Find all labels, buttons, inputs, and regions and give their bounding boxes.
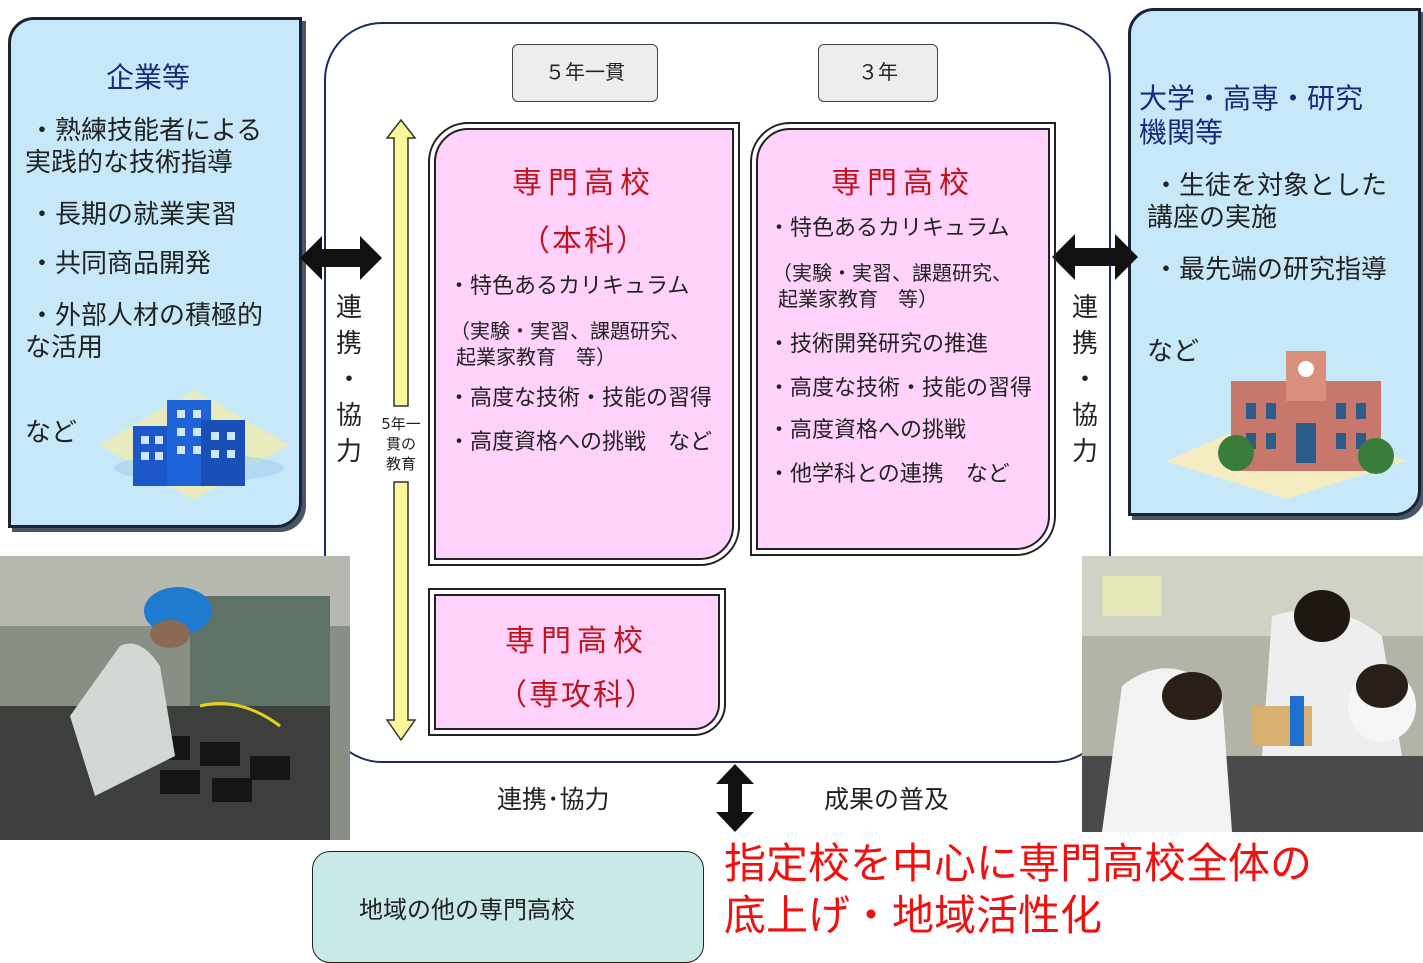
honka-item: （実験・実習、課題研究、 — [450, 319, 690, 343]
down-arrow-icon — [385, 481, 417, 742]
right-cooperation-label: 連 携 ・ 協 力 — [1071, 293, 1098, 467]
three-year-title: 専門高校 — [831, 166, 975, 201]
left-double-arrow-icon — [300, 236, 382, 280]
honka-item: ・高度資格への挑戦 など — [448, 430, 713, 455]
university-item: ・最先端の研究指導 — [1153, 255, 1388, 285]
cooperation-label: 連携･協力 — [497, 785, 610, 814]
university-title-line1: 大学・高専・研究 — [1139, 82, 1364, 115]
honka-item: ・高度な技術・技能の習得 — [448, 386, 713, 411]
five-year-education-label: 5年一 貫の 教育 — [381, 415, 421, 473]
senkou-title: 専門高校 — [505, 624, 649, 659]
senkou-box: 専門高校 （専攻科） — [428, 588, 726, 736]
university-building-icon — [1166, 351, 1406, 499]
three-year-label: ３年 — [818, 44, 938, 102]
five-year-label: ５年一貫 — [512, 44, 658, 102]
company-item: ・共同商品開発 — [29, 249, 212, 279]
company-title: 企業等 — [106, 61, 191, 94]
dissemination-label: 成果の普及 — [824, 785, 950, 814]
office-building-icon — [99, 390, 289, 500]
honka-title: 専門高校 — [512, 166, 656, 201]
lab-photo — [1082, 556, 1423, 832]
right-double-arrow-icon — [1052, 234, 1138, 280]
three-year-item: （実験・実習、課題研究、 — [772, 261, 1012, 285]
company-etc: など — [25, 418, 78, 448]
company-item: ・長期の就業実習 — [29, 200, 238, 230]
honka-subtitle: （本科） — [520, 224, 648, 259]
main-message-line1: 指定校を中心に専門高校全体の — [724, 839, 1313, 888]
three-year-item: 起業家教育 等） — [778, 287, 938, 311]
honka-box: 専門高校 （本科） ・特色あるカリキュラム （実験・実習、課題研究、 起業家教育… — [428, 122, 740, 566]
university-etc: など — [1147, 337, 1200, 367]
university-title-line2: 機関等 — [1139, 116, 1224, 149]
three-year-item: ・技術開発研究の推進 — [768, 332, 989, 357]
other-schools-label: 地域の他の専門高校 — [359, 896, 575, 924]
company-item: ・外部人材の積極的 — [29, 301, 264, 331]
company-item: な活用 — [25, 333, 104, 363]
company-item: ・熟練技能者による — [29, 116, 263, 146]
honka-item: ・特色あるカリキュラム — [448, 274, 690, 299]
three-year-item: ・特色あるカリキュラム — [768, 216, 1010, 241]
main-message-line2: 底上げ・地域活性化 — [724, 891, 1103, 940]
university-panel: 大学・高専・研究 機関等 ・生徒を対象とした 講座の実施 ・最先端の研究指導 な… — [1128, 8, 1421, 516]
three-year-item: ・他学科との連携 など — [768, 462, 1010, 487]
three-year-item: ・高度な技術・技能の習得 — [768, 376, 1033, 401]
three-year-item: ・高度資格への挑戦 — [768, 418, 967, 443]
up-arrow-icon — [385, 118, 417, 407]
university-item: 講座の実施 — [1147, 203, 1278, 233]
other-schools-box: 地域の他の専門高校 — [312, 851, 704, 963]
company-panel: 企業等 ・熟練技能者による 実践的な技術指導 ・長期の就業実習 ・共同商品開発 … — [8, 17, 302, 528]
company-item: 実践的な技術指導 — [25, 148, 234, 178]
main-message: 指定校を中心に専門高校全体の 底上げ・地域活性化 — [724, 838, 1312, 942]
factory-photo — [0, 556, 350, 840]
three-year-box: 専門高校 ・特色あるカリキュラム （実験・実習、課題研究、 起業家教育 等） ・… — [750, 122, 1056, 556]
honka-item: 起業家教育 等） — [456, 345, 616, 369]
senkou-subtitle: （専攻科） — [497, 678, 657, 713]
bottom-vertical-arrow-icon — [716, 764, 754, 832]
left-cooperation-label: 連 携 ・ 協 力 — [335, 293, 362, 467]
university-item: ・生徒を対象とした — [1153, 171, 1388, 201]
